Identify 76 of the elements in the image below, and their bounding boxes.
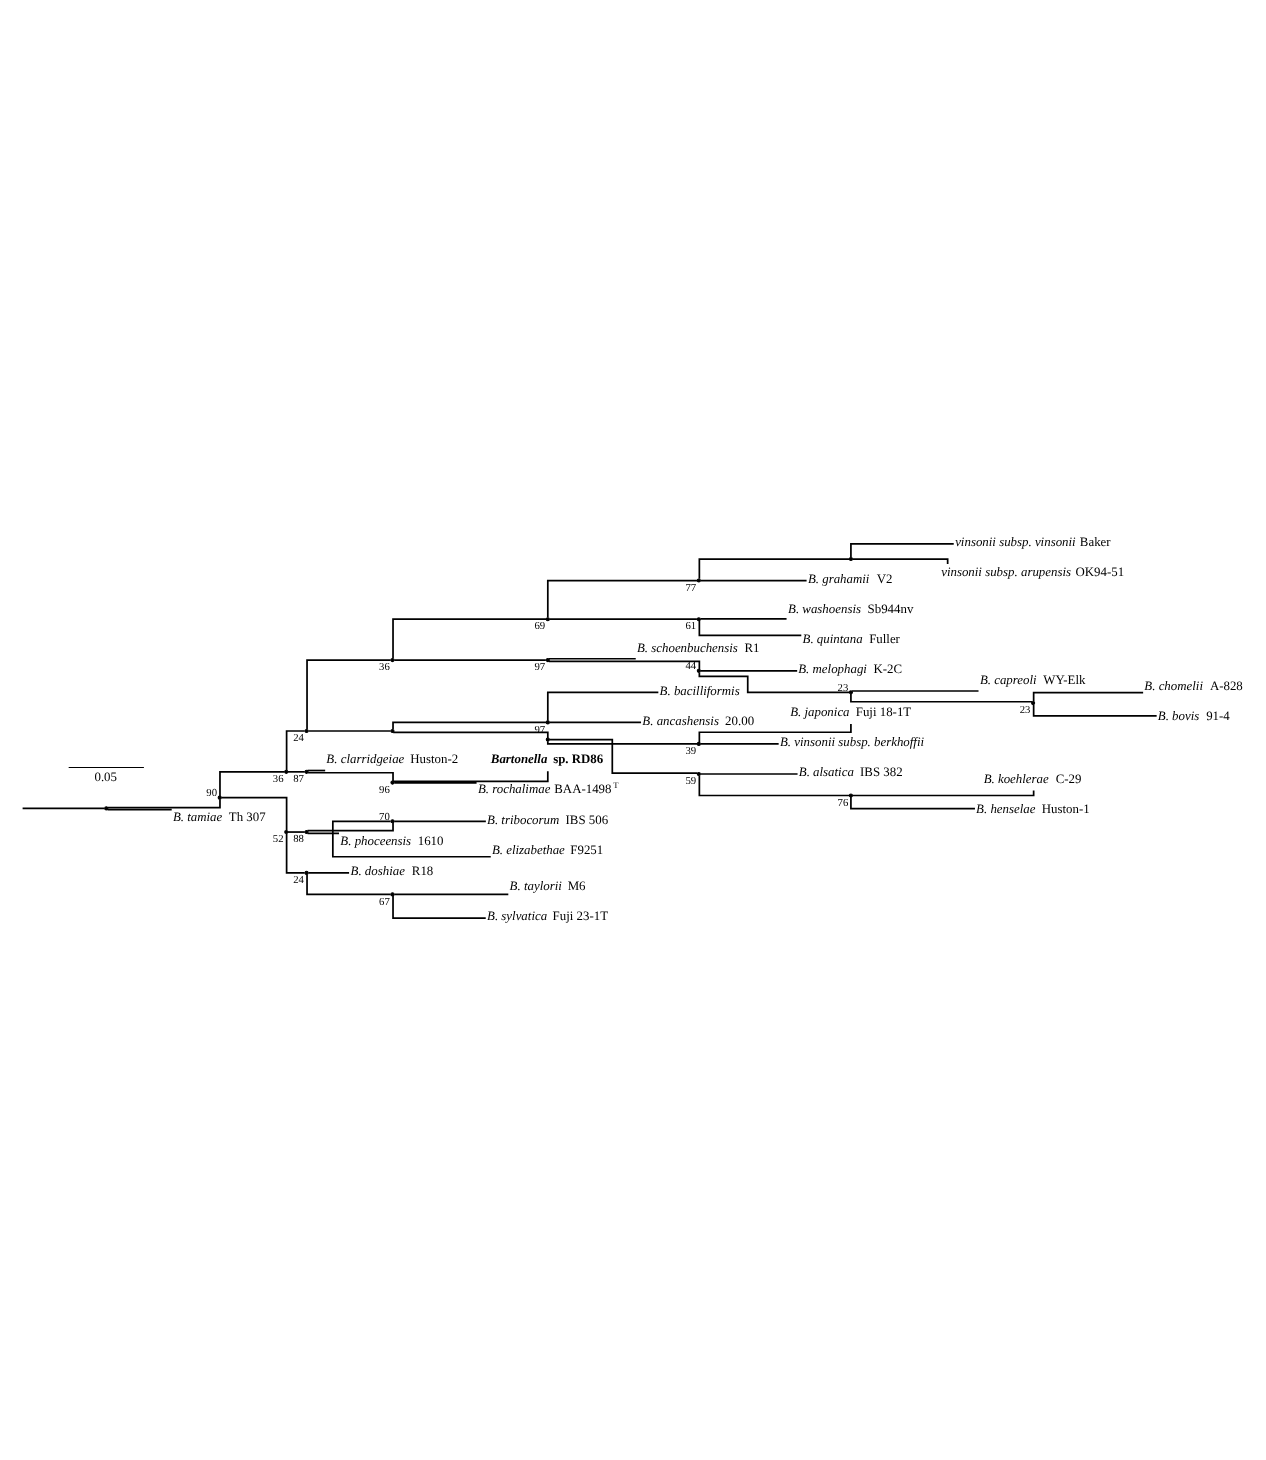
connector [287,830,306,832]
node-point [696,667,701,672]
node-point [545,656,550,662]
connector [851,689,980,691]
node-point [304,768,309,773]
connector [285,831,306,873]
connector [698,773,851,796]
connector [547,659,701,670]
connector [287,770,306,772]
connector [699,617,788,619]
connector [698,722,852,742]
node-point [545,719,550,724]
connector [393,892,510,895]
connector [698,557,851,579]
connector [306,872,392,895]
node-point [390,818,395,823]
connector [546,739,698,744]
node-point [217,794,222,799]
connector [21,806,106,809]
connector [699,742,780,744]
node-point [696,577,701,582]
connector [219,770,286,796]
connector [546,578,698,618]
connector [306,831,340,834]
connector [392,894,487,918]
node-point [545,736,550,741]
connector [392,617,547,659]
connector [1032,690,1144,702]
node-point [390,727,395,733]
connector [699,668,798,671]
node-point [390,656,395,662]
connector [393,780,478,783]
connector [546,690,660,721]
connector [850,542,955,558]
connector [548,617,698,620]
connector [392,720,547,730]
connector [220,795,288,831]
node-point [304,869,309,874]
connector [307,729,392,731]
node-point [1031,699,1036,705]
connector [851,557,949,564]
connector [393,658,547,660]
connector [393,819,487,822]
node-point [848,689,853,694]
node-point [848,555,853,561]
connector [699,772,799,774]
connector [698,618,803,636]
node-point [390,891,395,896]
connector [850,795,976,809]
connector [1032,702,1158,716]
connector [698,670,850,693]
node-point [696,740,701,745]
connector [850,692,1033,702]
connector [548,720,642,723]
connector [106,807,173,810]
connector [306,820,394,831]
node-point [304,727,309,733]
connector [547,656,637,659]
node-point [390,779,395,784]
connector [107,797,221,808]
connector [392,730,549,738]
node-point [696,616,701,621]
connector [306,658,392,730]
node-point [696,770,701,776]
connector [307,871,350,873]
node-point [545,616,550,621]
node-point [284,768,289,773]
node-point [304,828,309,834]
connector [331,819,492,857]
connector [851,788,1035,796]
connector [699,578,808,581]
connector [285,729,306,770]
node-point [104,805,109,810]
connector [548,737,699,773]
node-point [284,828,289,834]
node-point [848,792,853,797]
